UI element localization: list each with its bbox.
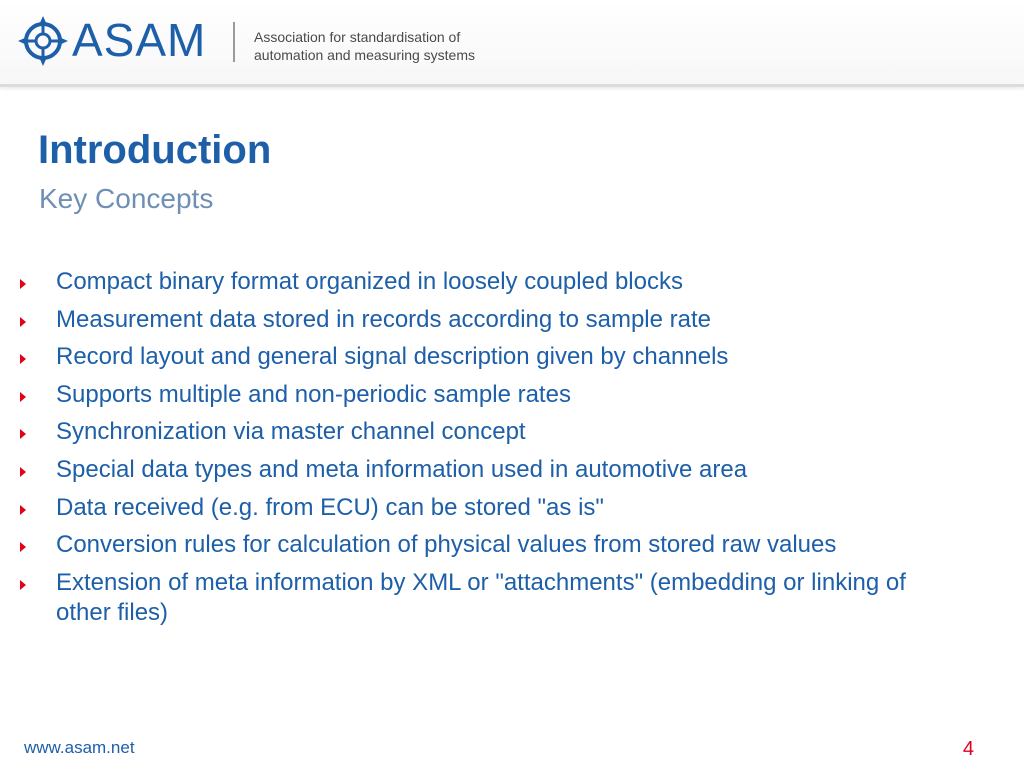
asam-target-logo-icon — [18, 16, 68, 66]
red-triangle-bullet-icon — [20, 354, 26, 365]
bullet-text: Measurement data stored in records accor… — [56, 305, 711, 333]
bullet-item: Data received (e.g. from ECU) can be sto… — [18, 493, 938, 523]
red-triangle-bullet-icon — [20, 542, 26, 553]
bullet-text: Special data types and meta information … — [56, 455, 748, 483]
slide-subtitle: Key Concepts — [39, 183, 214, 214]
tagline-line-2: automation and measuring systems — [254, 47, 475, 63]
bullet-item: Record layout and general signal descrip… — [18, 342, 938, 372]
tagline-line-1: Association for standardisation of — [254, 29, 461, 45]
bullet-text: Compact binary format organized in loose… — [56, 268, 683, 295]
bullet-item: Extension of meta information by XML or … — [18, 568, 938, 628]
logo-divider — [233, 22, 235, 62]
bullet-item: Synchronization via master channel conce… — [18, 417, 938, 447]
bullet-text: Data received (e.g. from ECU) can be sto… — [56, 493, 604, 521]
red-triangle-bullet-icon — [20, 466, 26, 477]
slide-title: Introduction — [38, 128, 272, 172]
page-number: 4 — [962, 738, 974, 760]
bullet-text: Synchronization via master channel conce… — [56, 418, 526, 446]
bullet-item: Supports multiple and non-periodic sampl… — [18, 380, 938, 410]
bullet-item: Conversion rules for calculation of phys… — [18, 530, 938, 560]
red-triangle-bullet-icon — [20, 316, 26, 327]
red-triangle-bullet-icon — [20, 279, 26, 289]
bullet-text: Supports multiple and non-periodic sampl… — [56, 380, 571, 408]
bullet-item: Special data types and meta information … — [18, 455, 938, 485]
bullet-list: Compact binary format organized in loose… — [18, 267, 938, 635]
logo-tagline: Association for standardisation of autom… — [254, 28, 475, 64]
bullet-item: Compact binary format organized in loose… — [18, 267, 938, 297]
footer-url-link[interactable]: www.asam.net — [24, 738, 135, 757]
red-triangle-bullet-icon — [20, 504, 26, 515]
bullet-text: Extension of meta information by XML or … — [56, 568, 906, 626]
red-triangle-bullet-icon — [20, 579, 26, 590]
asam-logo-text: ASAM — [72, 14, 207, 66]
bullet-text: Record layout and general signal descrip… — [56, 343, 729, 371]
red-triangle-bullet-icon — [20, 429, 26, 440]
bullet-text: Conversion rules for calculation of phys… — [56, 531, 837, 559]
bullet-item: Measurement data stored in records accor… — [18, 305, 938, 335]
red-triangle-bullet-icon — [20, 391, 26, 402]
slide-header: ASAM Association for standardisation of … — [0, 0, 1024, 87]
